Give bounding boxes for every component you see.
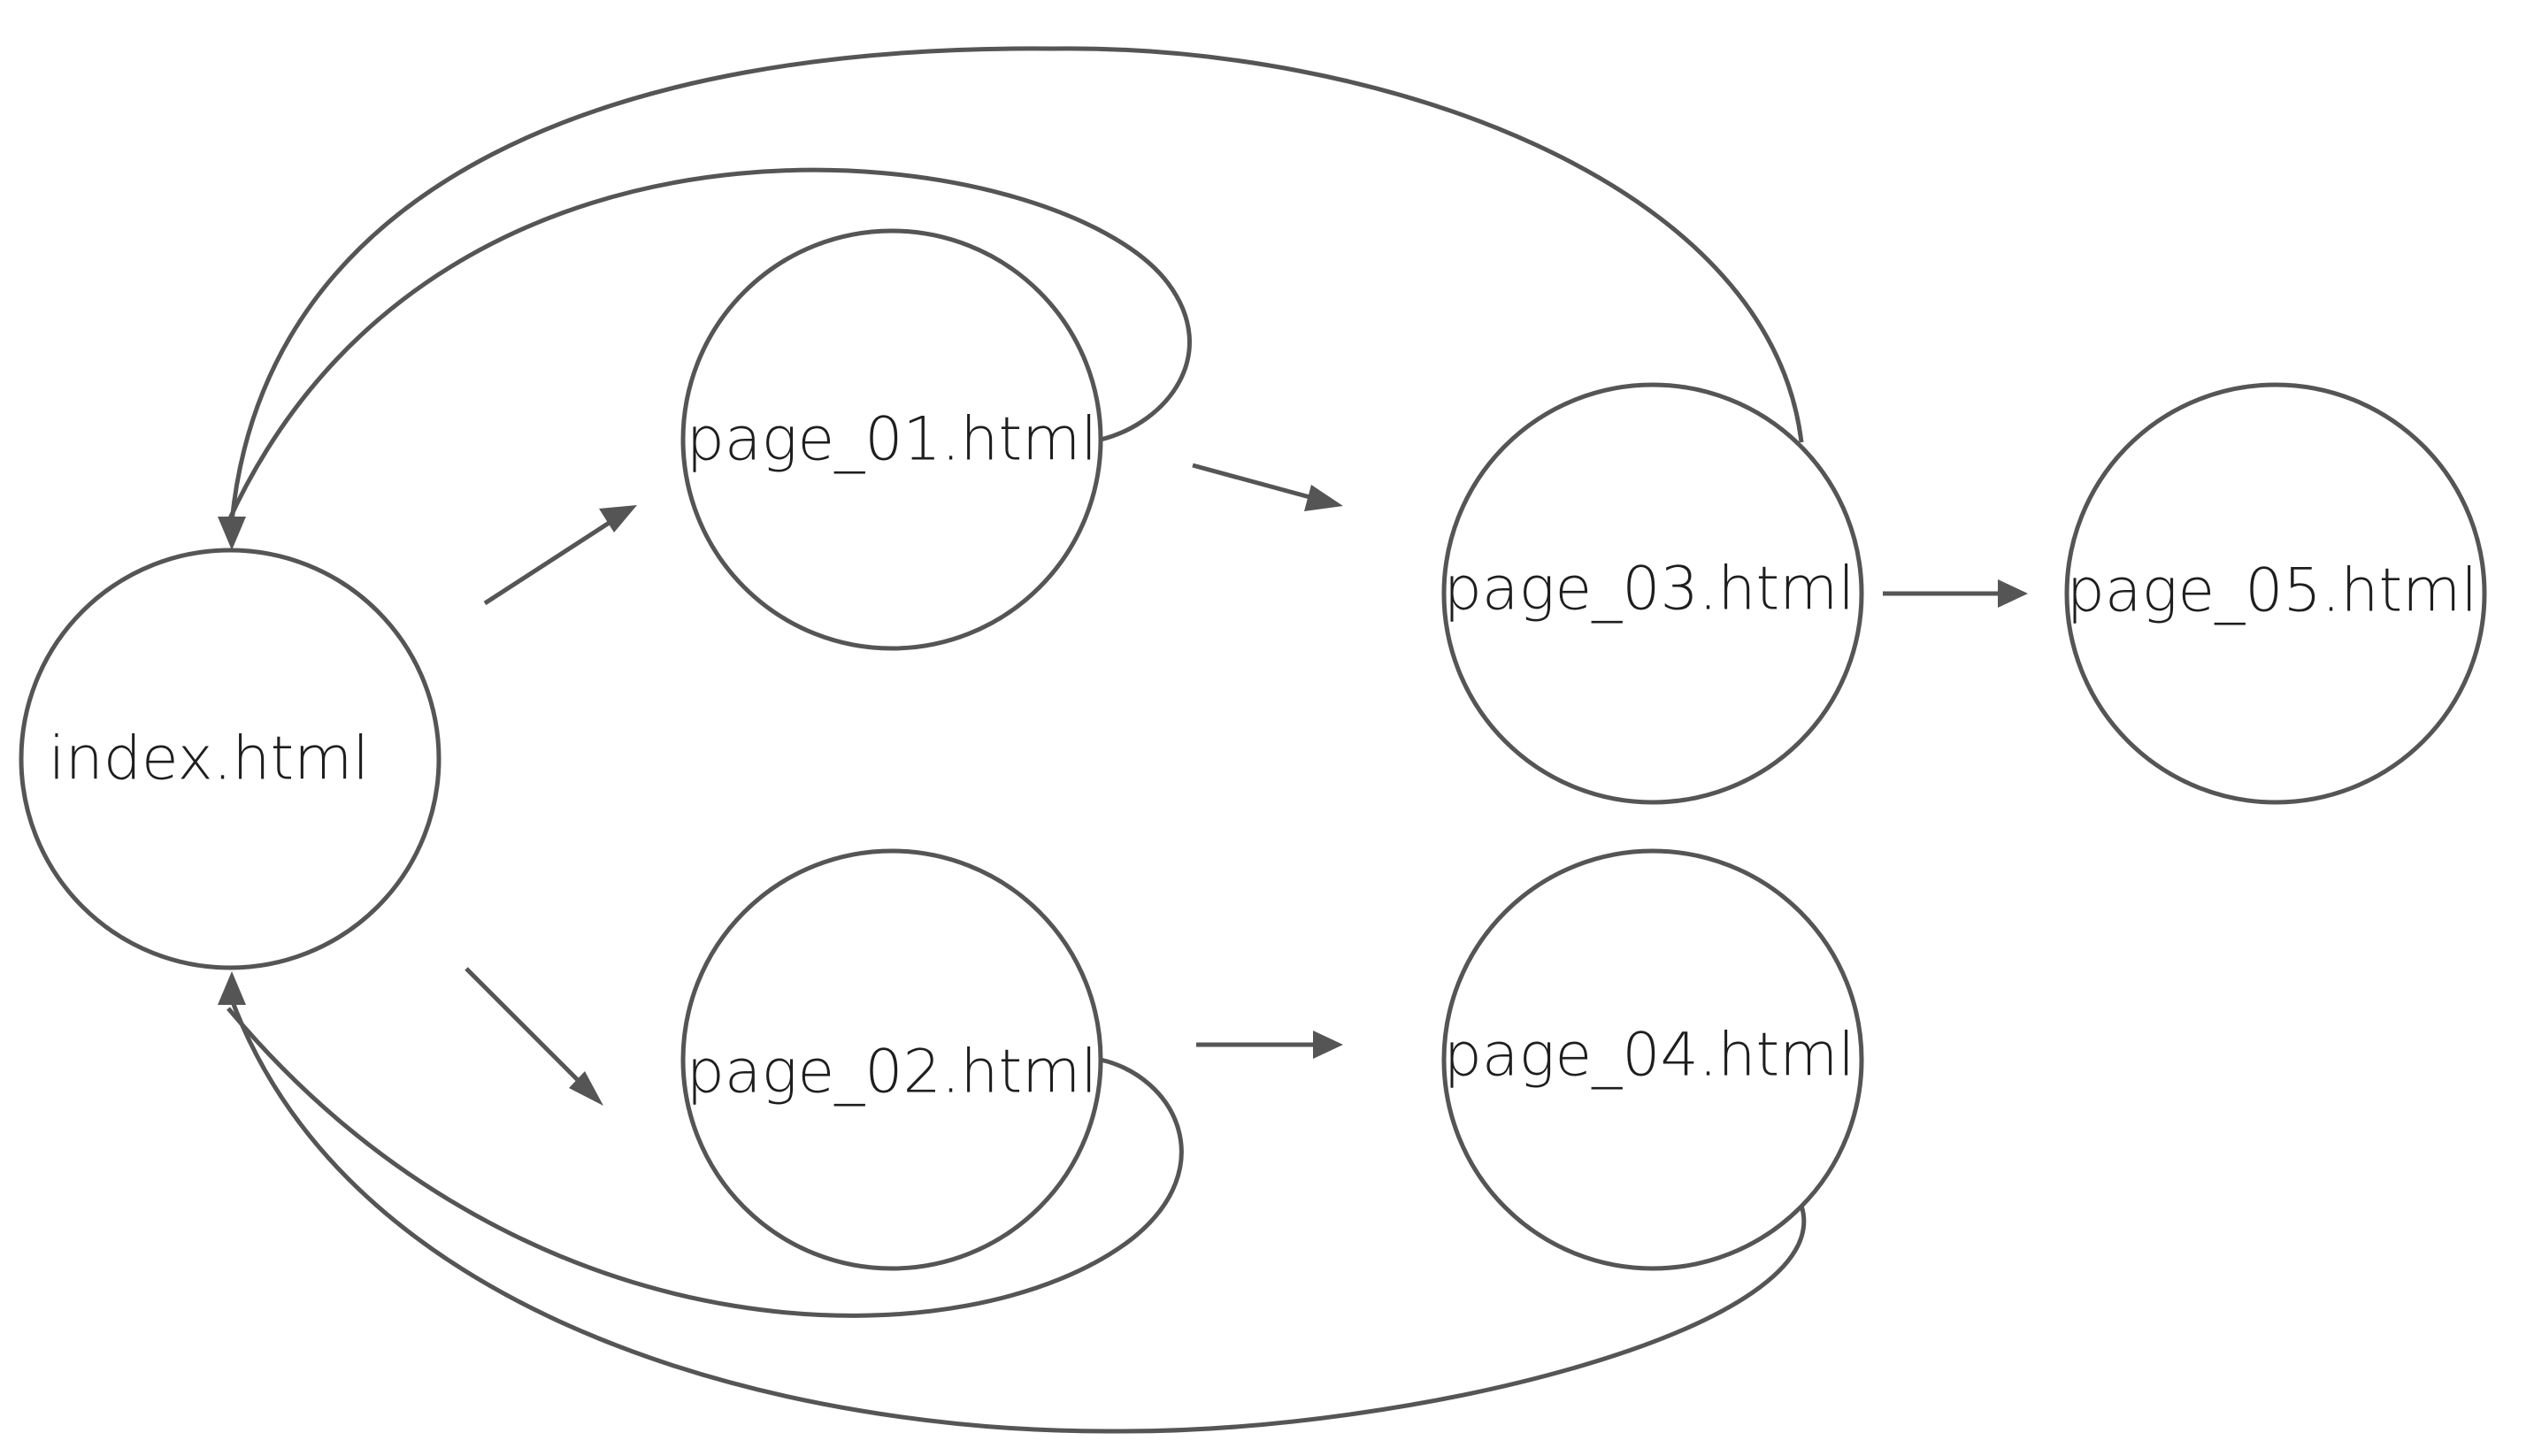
edge-page-03-to-index [218, 46, 1804, 550]
edge-page-01-to-index [226, 167, 1192, 524]
edge-page-04-to-index [218, 971, 1807, 1434]
node-index[interactable]: index.html [19, 548, 442, 970]
node-page-02[interactable]: page_02.html [680, 848, 1103, 1271]
edge-page-02-to-index [227, 1007, 1184, 1318]
edge-page-02-to-page-04 [1196, 1031, 1343, 1059]
node-label-page-03: page_03.html [1444, 555, 1855, 625]
node-label-page-04: page_04.html [1444, 1021, 1855, 1091]
node-label-page-02: page_02.html [687, 1038, 1098, 1107]
node-page-05[interactable]: page_05.html [2064, 382, 2487, 805]
edge-index-to-page-02 [465, 967, 603, 1106]
node-page-03[interactable]: page_03.html [1441, 382, 1864, 805]
node-label-page-05: page_05.html [2067, 556, 2478, 626]
edge-page-03-to-page-05 [1883, 579, 2028, 608]
node-label-index: index.html [49, 724, 370, 794]
node-page-01[interactable]: page_01.html [680, 228, 1103, 651]
edge-index-to-page-01 [483, 505, 637, 606]
node-page-04[interactable]: page_04.html [1441, 848, 1864, 1271]
edge-page-01-to-page-03 [1192, 463, 1343, 511]
node-label-page-01: page_01.html [687, 405, 1098, 475]
